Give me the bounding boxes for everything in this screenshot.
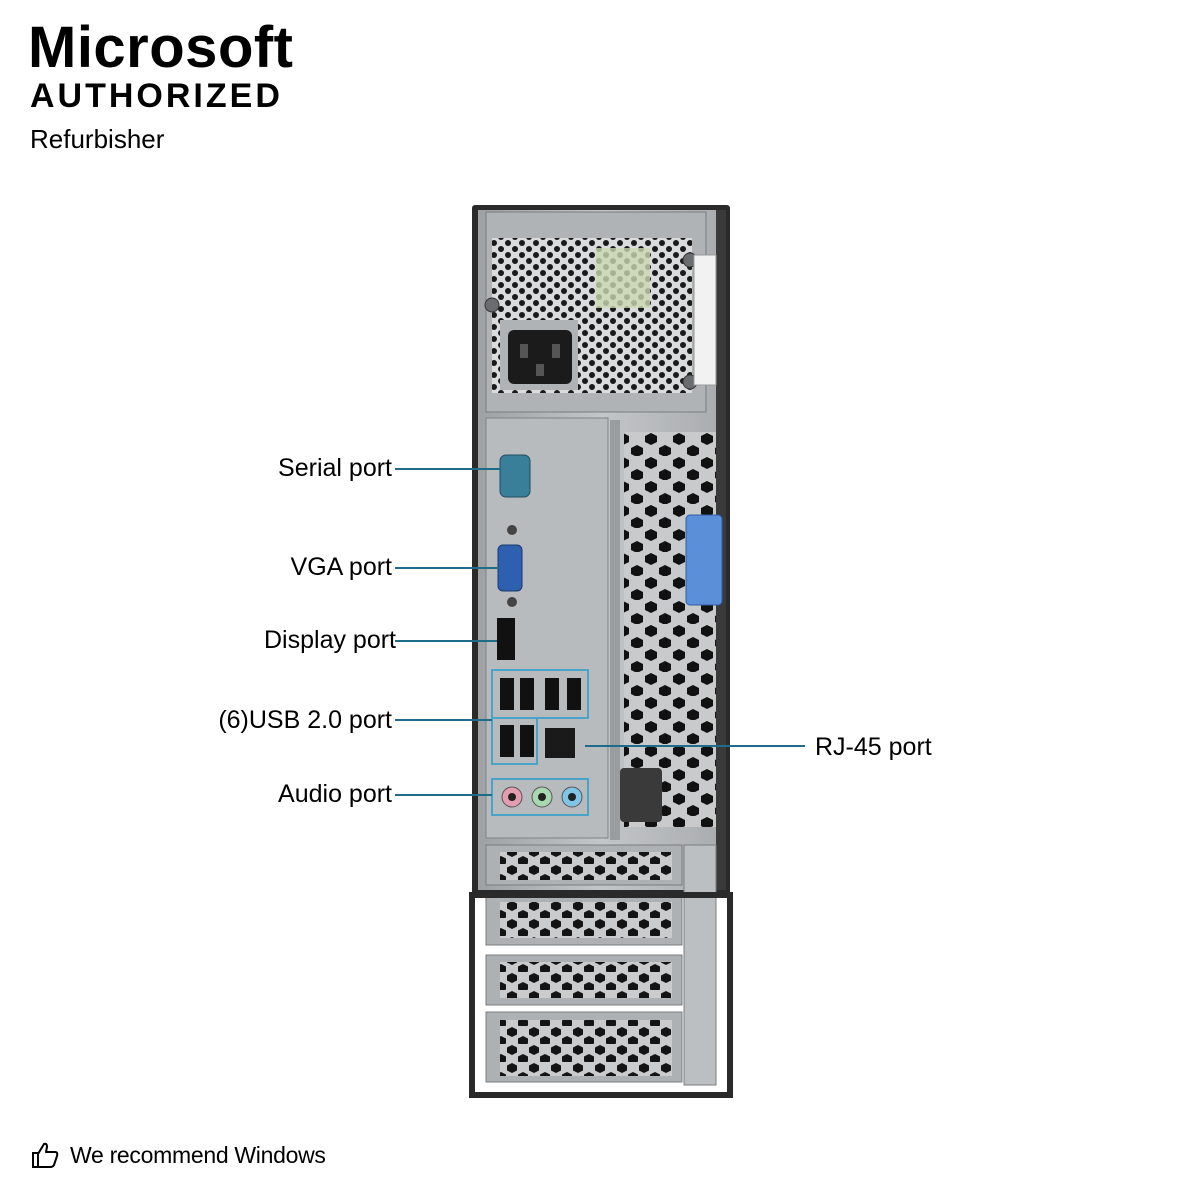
io-plate bbox=[485, 417, 609, 839]
display-port-label: Display port bbox=[264, 626, 396, 654]
power-supply bbox=[484, 211, 717, 413]
footer-text: We recommend Windows bbox=[70, 1141, 326, 1168]
displayport-connector bbox=[497, 618, 515, 660]
expansion-slots bbox=[469, 844, 733, 1098]
brand-name: Microsoft bbox=[28, 15, 294, 80]
vga-connector bbox=[497, 544, 523, 592]
usb-connectors bbox=[500, 678, 581, 757]
brand-subtitle: AUTHORIZED bbox=[30, 77, 283, 115]
audio-connectors bbox=[501, 786, 583, 808]
serial-port-label: Serial port bbox=[278, 454, 392, 482]
vga-port-label: VGA port bbox=[290, 553, 392, 581]
brand-tagline: Refurbisher bbox=[30, 124, 165, 154]
serial-connector bbox=[499, 454, 531, 498]
usb-port-label: (6)USB 2.0 port bbox=[218, 706, 392, 734]
footer: We recommend Windows bbox=[30, 1140, 326, 1170]
thumbs-up-icon bbox=[32, 1142, 59, 1168]
rj45-connector bbox=[545, 728, 575, 758]
audio-port-label: Audio port bbox=[278, 780, 392, 808]
rj45-port-label: RJ-45 port bbox=[815, 733, 932, 761]
brand-logo: Microsoft AUTHORIZED Refurbisher bbox=[28, 15, 294, 155]
rear-vent bbox=[624, 432, 716, 827]
callout-lines bbox=[395, 468, 805, 796]
serial-connector-2 bbox=[620, 768, 662, 822]
latch bbox=[685, 514, 723, 606]
